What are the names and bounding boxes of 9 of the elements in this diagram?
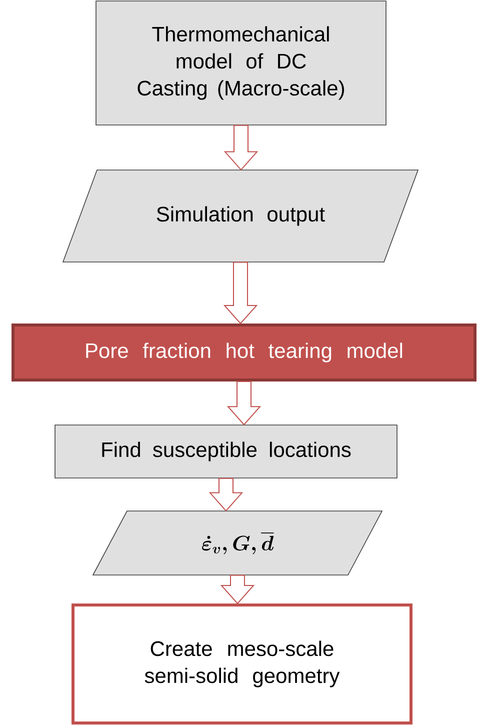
block-arrow (224, 124, 258, 171)
block-arrow (226, 381, 262, 426)
block-arrow (223, 262, 258, 324)
block-arrow (220, 574, 255, 604)
process-box: Pore fraction hot tearing model (12, 324, 476, 382)
process-box: Find susceptible locations (54, 424, 398, 478)
output-box: Create meso-scale semi-solid geometry (72, 604, 412, 724)
process-box: Thermomechanical model of DC Casting (Macro-scale) (96, 0, 386, 126)
block-arrow (208, 478, 244, 512)
